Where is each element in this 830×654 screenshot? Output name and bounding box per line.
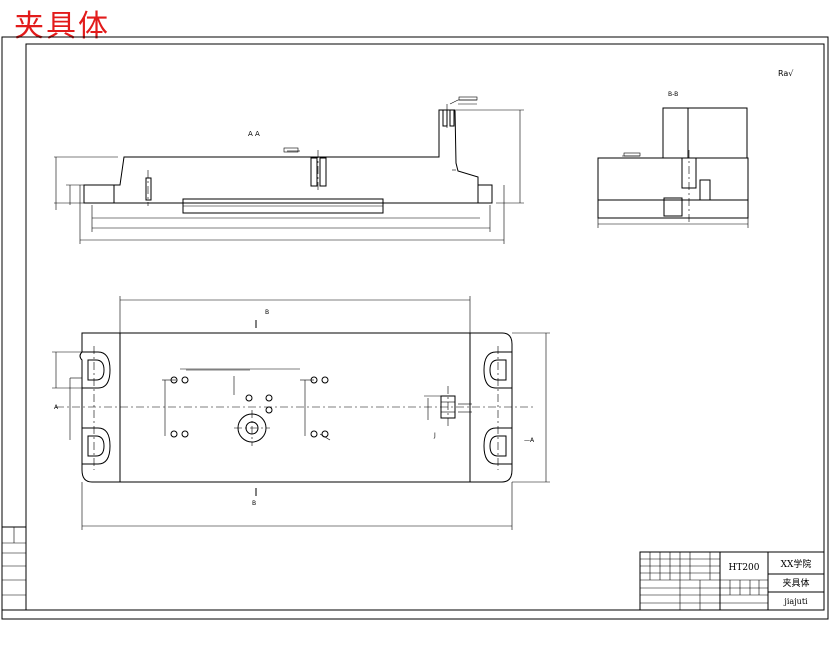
right-slot-bottom [483, 427, 512, 465]
aa-hole-left [145, 177, 152, 201]
drawing-code-label: jiajuti [783, 597, 808, 606]
outer-border [1, 36, 829, 620]
aa-hole-mid-2 [319, 157, 327, 187]
hole-2 [181, 376, 189, 384]
aa-hole-mid-1 [310, 157, 318, 187]
bb-base-bottom [597, 199, 749, 219]
left-revision-strip [1, 526, 27, 611]
right-slot-bottom-inner [489, 435, 507, 457]
aa-hole-top-2 [449, 109, 455, 127]
bb-slot [663, 197, 683, 217]
hole-9 [245, 394, 253, 402]
right-slot-top [483, 351, 512, 389]
hole-4 [181, 430, 189, 438]
view-label-b-top: B [265, 309, 269, 316]
aa-body-section [83, 109, 493, 204]
left-slot-bottom [82, 427, 111, 465]
section-bb-label: B-B [668, 91, 678, 98]
aa-hole-top-1 [442, 109, 448, 127]
section-bb-view: B-B [597, 91, 749, 228]
part-name-label: 夹具体 [782, 577, 809, 589]
hole-7 [310, 430, 318, 438]
roughness-symbol: Ra√ [778, 69, 794, 78]
left-slot-bottom-inner [87, 435, 105, 457]
bb-base-section [597, 157, 749, 201]
hole-8 [321, 430, 329, 438]
aa-left-step [83, 184, 115, 204]
title-block: HT200 XX学院 夹具体 jiajuti [639, 551, 825, 611]
view-label-a: A [54, 404, 59, 411]
left-slot-top-inner [87, 359, 105, 381]
arrow-label-a: —A [524, 437, 535, 444]
bb-side-recess [699, 179, 711, 201]
view-label-b-bottom: B [252, 500, 256, 507]
hole-6 [321, 376, 329, 384]
hole-3 [170, 430, 178, 438]
hole-11 [265, 406, 273, 414]
left-slot-top [82, 351, 111, 389]
bb-upright [662, 107, 748, 159]
label-j: J [433, 432, 436, 439]
section-aa-label: A A [248, 130, 260, 138]
aa-right-step [477, 184, 493, 204]
inner-border [25, 43, 825, 611]
top-view: J B B A —A [52, 296, 550, 530]
top-plate-outline [79, 332, 513, 483]
institution-label: XX学院 [781, 558, 812, 570]
section-aa-view: A A [54, 96, 524, 244]
material-label: HT200 [728, 563, 759, 573]
right-slot-top-inner [489, 359, 507, 381]
hole-10 [265, 394, 273, 402]
